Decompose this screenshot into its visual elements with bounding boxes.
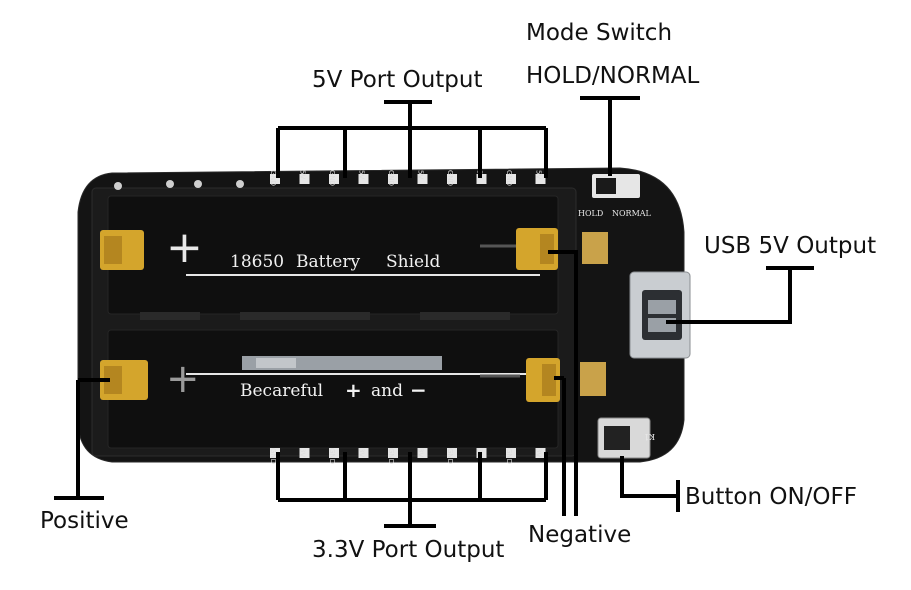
contact-negative-bottom	[526, 358, 560, 402]
header-pin-label: 5V	[358, 170, 366, 179]
header-pin-label: GND	[505, 448, 513, 464]
via	[114, 182, 122, 190]
holder-rib	[420, 312, 510, 320]
usb-port[interactable]	[629, 271, 691, 359]
header-pin-label: 3V	[299, 448, 307, 457]
contact-positive-top	[100, 230, 144, 270]
header-pin	[535, 448, 546, 458]
header-pin	[447, 174, 457, 184]
header-pin	[358, 174, 369, 184]
header-pin-label: GND	[387, 170, 395, 186]
callout-mode-switch: Mode Switch	[526, 20, 673, 46]
header-pin-label: GND	[269, 448, 277, 464]
header-pin-label: 3V	[358, 448, 366, 457]
header-pin	[270, 174, 280, 184]
header-pin-label: GND	[446, 448, 454, 464]
solder-pad-top	[582, 232, 608, 264]
callout-3v3-port: 3.3V Port Output	[312, 537, 505, 563]
header-pin	[388, 448, 398, 458]
callout-usb-5v: USB 5V Output	[704, 233, 877, 259]
holder-rib	[140, 312, 200, 320]
plus-mark-bottom: +	[166, 356, 200, 402]
header-pin	[476, 174, 487, 184]
board-warning-3: and	[371, 381, 403, 401]
switch-normal-label: NORMAL	[612, 209, 652, 218]
header-pin	[535, 174, 546, 184]
header-pin-label: 5V	[417, 170, 425, 179]
mode-switch[interactable]	[592, 174, 640, 198]
button-ref-label: K1	[644, 432, 655, 441]
via	[236, 180, 244, 188]
switch-hold-label: HOLD	[578, 209, 603, 218]
header-pin-label: GND	[387, 448, 395, 464]
board-title-2: Battery	[296, 252, 360, 272]
header-pin	[447, 448, 457, 458]
board-warning-1: Becareful	[240, 381, 323, 401]
header-pin-label: GND	[446, 170, 454, 186]
header-pin	[329, 448, 339, 458]
board-warning-4: −	[410, 378, 427, 402]
power-button[interactable]	[597, 417, 651, 459]
board-title-3: Shield	[386, 252, 441, 272]
header-pin	[329, 174, 339, 184]
plus-mark-top: +	[166, 222, 203, 273]
callout-button: Button ON/OFF	[685, 484, 857, 510]
header-pin-label: GND	[328, 170, 336, 186]
header-pin-label: 5V	[535, 170, 543, 179]
contact-positive-bottom	[100, 360, 148, 400]
header-pin-label: 5V	[299, 170, 307, 179]
callout-lines	[54, 96, 814, 528]
header-pin-label: 3V	[535, 448, 543, 457]
header-pin-label: GND	[505, 170, 513, 186]
header-pin	[506, 174, 516, 184]
header-pin-label: GND	[328, 448, 336, 464]
board-warning-2: +	[345, 378, 362, 402]
solder-pad-bottom	[580, 362, 606, 396]
holder-rib	[240, 312, 370, 320]
callout-mode-switch-values: HOLD/NORMAL	[526, 63, 700, 89]
callout-negative: Negative	[528, 522, 632, 548]
header-pin-label: GND	[269, 170, 277, 186]
callout-positive: Positive	[40, 508, 129, 534]
header-pin	[417, 448, 428, 458]
board-title-1: 18650	[230, 252, 284, 272]
contact-negative-top	[516, 228, 558, 270]
callout-5v-port: 5V Port Output	[312, 67, 483, 93]
via	[194, 180, 202, 188]
header-pin	[299, 174, 310, 184]
via	[166, 180, 174, 188]
header-pin	[299, 448, 310, 458]
header-pin	[388, 174, 398, 184]
metal-strip-hatch	[256, 358, 296, 368]
header-pin-label: 3V	[417, 448, 425, 457]
header-pin	[417, 174, 428, 184]
header-pin	[358, 448, 369, 458]
header-pin	[270, 448, 280, 458]
header-pin	[506, 448, 516, 458]
